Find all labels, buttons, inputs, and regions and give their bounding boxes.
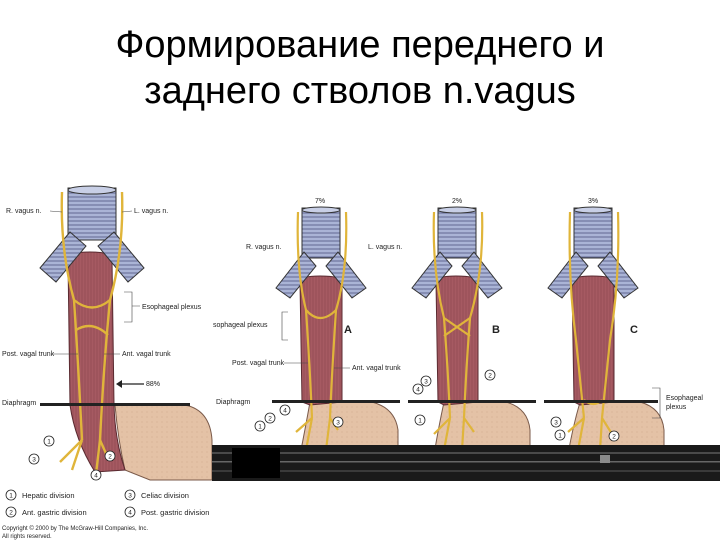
- copyright-line-1: Copyright © 2000 by The McGraw-Hill Comp…: [2, 525, 148, 532]
- panel-c-plexus-label-2: plexus: [666, 404, 687, 411]
- main-post-vagal-trunk-label: Post. vagal trunk: [2, 351, 55, 358]
- vagus-nerves: [59, 191, 124, 475]
- main-l-vagus-label: L. vagus n.: [134, 208, 168, 215]
- svg-text:2: 2: [612, 434, 616, 441]
- panel-a: 7% A R. vagus n. L. vagus n. sophageal p…: [213, 198, 402, 456]
- svg-text:1: 1: [47, 439, 51, 446]
- esophagus: [299, 275, 343, 406]
- main-r-vagus-label: R. vagus n.: [6, 208, 41, 215]
- panel-b: 2% B 3 4 2 1: [408, 198, 536, 456]
- svg-text:3: 3: [32, 457, 36, 464]
- title-line-1: Формирование переднего и: [115, 24, 605, 66]
- svg-text:1: 1: [418, 418, 422, 425]
- panel-a-percent: 7%: [315, 198, 325, 205]
- svg-text:3: 3: [424, 379, 428, 386]
- main-diaphragm-label: Diaphragm: [2, 400, 36, 407]
- svg-text:3: 3: [336, 420, 340, 427]
- main-figure: R. vagus n. L. vagus n. Esophageal plexu…: [2, 185, 213, 481]
- panel-a-post-vagal-trunk-label: Post. vagal trunk: [232, 360, 285, 367]
- panel-a-ant-vagal-trunk-label: Ant. vagal trunk: [352, 365, 401, 372]
- diaphragm-line: [40, 403, 190, 406]
- svg-text:4: 4: [283, 408, 287, 415]
- copyright-line-2: All rights reserved.: [2, 534, 52, 540]
- panel-a-r-vagus-label: R. vagus n.: [246, 244, 281, 251]
- legend-item-3: Celiac division: [141, 491, 189, 500]
- trachea: [67, 187, 117, 241]
- panel-a-callouts: 4 2 1 3: [254, 404, 344, 432]
- main-callouts: 1 3 2 4: [28, 435, 116, 481]
- svg-text:2: 2: [9, 510, 13, 517]
- panel-c-plexus-label-1: Esophageal: [666, 395, 703, 402]
- stomach: [567, 401, 665, 456]
- svg-text:1: 1: [258, 424, 262, 431]
- svg-text:4: 4: [128, 510, 132, 517]
- panel-c-percent: 3%: [588, 198, 598, 205]
- panel-c-callouts: 3 1 2: [550, 416, 620, 442]
- panel-b-percent: 2%: [452, 198, 462, 205]
- main-ant-vagal-trunk-label: Ant. vagal trunk: [122, 351, 171, 358]
- panel-b-letter: B: [492, 324, 500, 336]
- right-bronchus: [97, 231, 145, 283]
- panel-c-letter: C: [630, 324, 638, 336]
- panel-a-diaphragm-label: Diaphragm: [216, 399, 250, 406]
- esophagus: [435, 275, 479, 406]
- left-bronchus: [39, 231, 87, 283]
- image-artifact-band: [212, 445, 720, 481]
- panel-a-l-vagus-label: L. vagus n.: [368, 244, 402, 251]
- svg-text:4: 4: [416, 387, 420, 394]
- stomach: [114, 404, 213, 481]
- panel-a-letter: A: [344, 324, 352, 336]
- main-percent-label: 88%: [146, 381, 160, 388]
- panel-a-esophageal-plexus-label: sophageal plexus: [213, 322, 268, 329]
- esophagus: [67, 251, 126, 473]
- svg-text:4: 4: [94, 473, 98, 480]
- main-esophageal-plexus-label: Esophageal plexus: [142, 304, 202, 311]
- legend-item-1: Hepatic division: [22, 491, 75, 500]
- svg-text:1: 1: [9, 493, 13, 500]
- trachea: [301, 207, 341, 259]
- panel-b-callouts: 3 4 2 1: [412, 369, 496, 426]
- legend-item-4: Post. gastric division: [141, 508, 209, 517]
- title-line-2: заднего стволов n.vagus: [144, 70, 576, 112]
- slide-title: Формирование переднего и заднего стволов…: [0, 22, 720, 114]
- svg-text:3: 3: [554, 420, 558, 427]
- esophagus: [571, 275, 615, 406]
- svg-text:3: 3: [128, 493, 132, 500]
- stomach: [433, 401, 531, 456]
- svg-text:1: 1: [558, 433, 562, 440]
- legend: 1 Hepatic division 2 Ant. gastric divisi…: [5, 489, 209, 518]
- panel-c: 3% C Esophageal plexus 3 1 2: [544, 198, 703, 456]
- trachea: [437, 207, 477, 259]
- svg-text:2: 2: [108, 454, 112, 461]
- svg-text:2: 2: [488, 373, 492, 380]
- svg-text:2: 2: [268, 416, 272, 423]
- trachea: [573, 207, 613, 259]
- legend-item-2: Ant. gastric division: [22, 508, 87, 517]
